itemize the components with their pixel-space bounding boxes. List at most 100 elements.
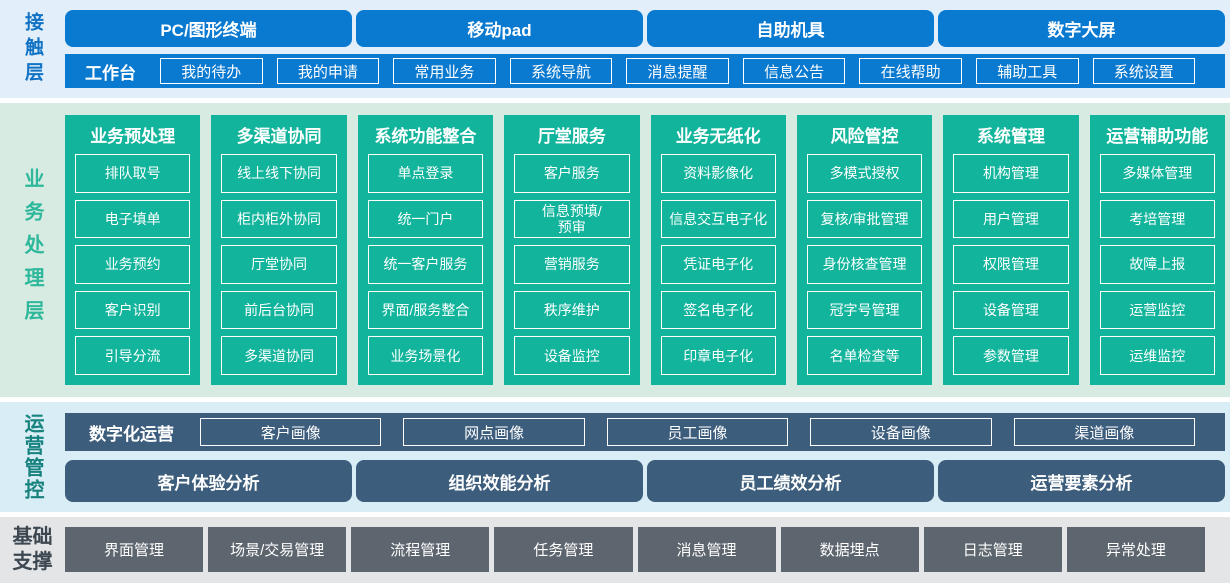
business-item: 资料影像化 [660,154,776,193]
workbench-item: 在线帮助 [859,58,962,84]
business-item: 多模式授权 [806,154,923,193]
terminal-box: PC/图形终端 [65,10,352,47]
business-item: 用户管理 [953,199,1069,239]
layer-foundation-content: 界面管理场景/交易管理流程管理任务管理消息管理数据埋点日志管理异常处理 [65,517,1230,583]
business-item: 业务预约 [75,245,191,284]
workbench-item: 常用业务 [393,58,496,84]
business-item: 排队取号 [75,154,191,193]
business-item: 客户服务 [514,154,630,193]
business-column: 风险管控 多模式授权复核/审批管理身份核查管理冠字号管理名单检查等 [796,115,933,385]
business-column-title: 运营辅助功能 [1106,127,1209,146]
business-column-title: 厅堂服务 [537,127,606,146]
business-column-items: 排队取号电子填单业务预约客户识别引导分流 [75,154,191,375]
business-item: 运维监控 [1099,336,1215,375]
layer-operations-label: 运营管控 [21,413,43,501]
business-item: 设备监控 [514,336,630,375]
portrait-item: 网点画像 [403,418,585,446]
layer-operations-label-col: 运营管控 [0,402,65,512]
business-item: 统一门户 [367,199,484,239]
foundation-item: 界面管理 [65,527,204,572]
business-item: 业务场景化 [367,336,484,375]
business-item: 机构管理 [953,154,1069,193]
business-column-items: 资料影像化信息交互电子化凭证电子化签名电子化印章电子化 [660,154,776,375]
business-item: 凭证电子化 [660,245,776,284]
layer-foundation-label: 基础支撑 [12,526,53,573]
business-columns: 业务预处理 排队取号电子填单业务预约客户识别引导分流 多渠道协同 线上线下协同柜… [65,115,1225,385]
analysis-box: 组织效能分析 [356,460,643,502]
layer-foundation-label-col: 基础支撑 [0,517,65,583]
terminal-box: 自助机具 [647,10,934,47]
business-column: 业务无纸化 资料影像化信息交互电子化凭证电子化签名电子化印章电子化 [650,115,786,385]
workbench-bar: 工作台 我的待办我的申请常用业务系统导航消息提醒信息公告在线帮助辅助工具系统设置 [65,54,1225,88]
business-item: 柜内柜外协同 [221,199,337,239]
digital-operations-bar: 数字化运营 客户画像网点画像员工画像设备画像渠道画像 [65,413,1225,451]
business-column-title: 系统功能整合 [374,127,477,146]
business-column-title: 多渠道协同 [236,127,322,146]
workbench-item: 我的待办 [160,58,263,84]
business-column: 多渠道协同 线上线下协同柜内柜外协同厅堂协同前后台协同多渠道协同 [211,115,347,385]
layer-operations-content: 数字化运营 客户画像网点画像员工画像设备画像渠道画像 客户体验分析组织效能分析 员… [65,402,1230,512]
business-item: 印章电子化 [660,336,776,375]
layer-business-label: 业务处理层 [21,167,43,333]
business-item: 签名电子化 [660,290,776,330]
business-column: 系统管理 机构管理用户管理权限管理设备管理参数管理 [943,115,1079,385]
business-item: 单点登录 [367,154,484,193]
business-item: 身份核查管理 [806,245,923,284]
portrait-item: 渠道画像 [1013,418,1196,446]
business-item: 参数管理 [953,336,1069,375]
business-item: 营销服务 [514,245,630,284]
business-column-items: 线上线下协同柜内柜外协同厅堂协同前后台协同多渠道协同 [221,154,337,375]
business-item: 考培管理 [1099,199,1215,239]
business-item: 复核/审批管理 [806,199,923,239]
workbench-item: 辅助工具 [975,58,1079,84]
business-item: 设备管理 [953,290,1069,330]
business-item: 信息交互电子化 [660,199,776,239]
business-item: 故障上报 [1099,245,1215,284]
business-item: 运营监控 [1099,290,1215,330]
business-item: 名单检查等 [806,336,923,375]
foundation-item: 日志管理 [923,527,1062,572]
business-item: 客户识别 [75,290,191,330]
portrait-item: 客户画像 [200,418,382,446]
foundation-row: 界面管理场景/交易管理流程管理任务管理消息管理数据埋点日志管理异常处理 [65,527,1225,572]
layer-business: 业务处理层 业务预处理 排队取号电子填单业务预约客户识别引导分流 多渠道协同 线… [0,103,1230,397]
business-item: 冠字号管理 [806,290,923,330]
business-column: 厅堂服务 客户服务信息预填/ 预审营销服务秩序维护设备监控 [504,115,640,385]
business-column-items: 多模式授权复核/审批管理身份核查管理冠字号管理名单检查等 [806,154,923,375]
business-item: 厅堂协同 [221,245,337,284]
portrait-items: 客户画像网点画像员工画像设备画像渠道画像 [200,418,1196,446]
workbench-item: 信息公告 [742,58,846,84]
terminal-box: 数字大屏 [938,10,1225,47]
foundation-item: 异常处理 [1066,527,1205,572]
business-column-title: 业务无纸化 [675,127,761,146]
layer-operations: 运营管控 数字化运营 客户画像网点画像员工画像设备画像渠道画像 客户体验分析组织… [0,402,1230,512]
workbench-item: 我的申请 [276,58,380,84]
layer-foundation: 基础支撑 界面管理场景/交易管理流程管理任务管理消息管理数据埋点日志管理异常处理 [0,517,1230,583]
layer-business-content: 业务预处理 排队取号电子填单业务预约客户识别引导分流 多渠道协同 线上线下协同柜… [65,103,1230,397]
layer-business-label-col: 业务处理层 [0,103,65,397]
business-item: 界面/服务整合 [367,290,484,330]
layer-contact-label: 接触层 [22,11,43,87]
business-column: 运营辅助功能 多媒体管理考培管理故障上报运营监控运维监控 [1089,115,1225,385]
business-item: 权限管理 [953,245,1069,284]
business-column: 业务预处理 排队取号电子填单业务预约客户识别引导分流 [65,115,201,385]
portrait-item: 员工画像 [606,418,789,446]
business-item: 多渠道协同 [221,336,337,375]
workbench-item: 系统导航 [509,58,613,84]
layer-contact-label-col: 接触层 [0,0,65,98]
foundation-item: 数据埋点 [780,527,919,572]
analysis-box: 客户体验分析 [65,460,352,502]
digital-operations-label: 数字化运营 [89,424,174,444]
business-column-title: 系统管理 [976,127,1045,146]
business-item: 秩序维护 [514,290,630,330]
business-column-items: 单点登录统一门户统一客户服务界面/服务整合业务场景化 [367,154,484,375]
business-column-title: 业务预处理 [90,127,176,146]
business-column-items: 客户服务信息预填/ 预审营销服务秩序维护设备监控 [514,154,630,375]
foundation-item: 任务管理 [494,527,633,572]
analysis-box: 运营要素分析 [938,460,1225,502]
foundation-item: 场景/交易管理 [208,527,347,572]
business-column-title: 风险管控 [830,127,899,146]
